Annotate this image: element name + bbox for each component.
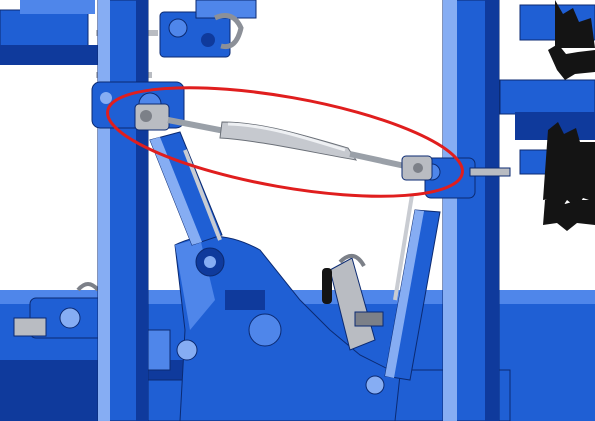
right-diagonal-cylinder [384, 194, 441, 381]
turnbuckle-link [134, 103, 433, 181]
left-vertical-post [97, 0, 149, 421]
left-diagonal-cylinder [149, 131, 223, 246]
top-left-mechanism [0, 0, 257, 78]
spring-link [322, 254, 384, 351]
central-pivot-plate [174, 235, 401, 421]
right-vertical-post [442, 0, 500, 421]
highlight-ellipse [106, 86, 464, 198]
